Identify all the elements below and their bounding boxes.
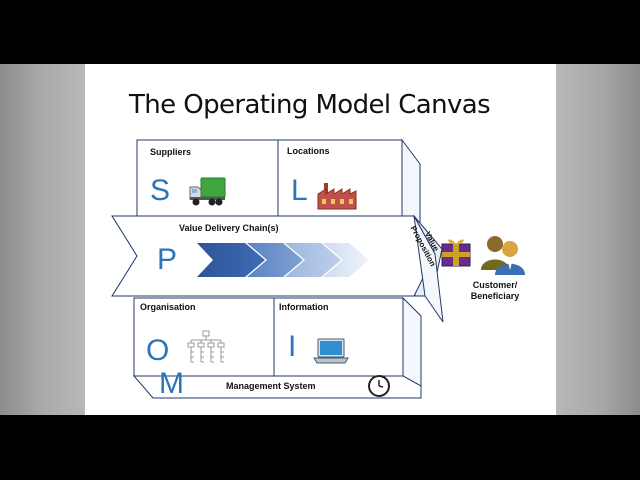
- customer-label-line1: Customer/: [472, 280, 518, 290]
- video-letterbox-top: [0, 0, 640, 64]
- locations-letter: L: [291, 174, 308, 207]
- information-letter: I: [288, 330, 297, 363]
- information-label: Information: [279, 302, 329, 312]
- chevron-1: [197, 243, 265, 277]
- laptop-icon: [313, 338, 349, 364]
- suppliers-label: Suppliers: [150, 147, 192, 157]
- chevron-2: [247, 243, 303, 277]
- organisation-box: [133, 297, 275, 377]
- presentation-slide: The Operating Model Canvas: [85, 64, 556, 415]
- gift-icon: [441, 239, 471, 267]
- clock-icon: [368, 375, 390, 397]
- chevron-4: [323, 243, 369, 277]
- top-section-frame: [136, 138, 421, 230]
- customer-beneficiary-label: Customer/ Beneficiary: [455, 280, 535, 302]
- org-chart-icon: [187, 330, 225, 363]
- management-system-bar: [132, 375, 422, 399]
- video-letterbox-bottom: [0, 415, 640, 480]
- truck-icon: [189, 177, 226, 206]
- management-label: Management System: [226, 381, 316, 391]
- value-chain-chevrons: [197, 243, 369, 277]
- chevron-3: [285, 243, 341, 277]
- value-delivery-letter: P: [157, 243, 178, 276]
- locations-label: Locations: [287, 146, 330, 156]
- organisation-letter: O: [146, 334, 170, 367]
- value-delivery-label: Value Delivery Chain(s): [179, 223, 279, 233]
- customer-label-line2: Beneficiary: [470, 291, 520, 301]
- bottom-box-side: [402, 296, 422, 387]
- factory-icon: [317, 183, 357, 210]
- value-band-tip-side: [413, 215, 444, 323]
- people-icon: [481, 236, 525, 275]
- organisation-label: Organisation: [140, 302, 196, 312]
- suppliers-letter: S: [150, 174, 171, 207]
- slide-title: The Operating Model Canvas: [129, 90, 491, 120]
- management-letter: M: [159, 367, 184, 400]
